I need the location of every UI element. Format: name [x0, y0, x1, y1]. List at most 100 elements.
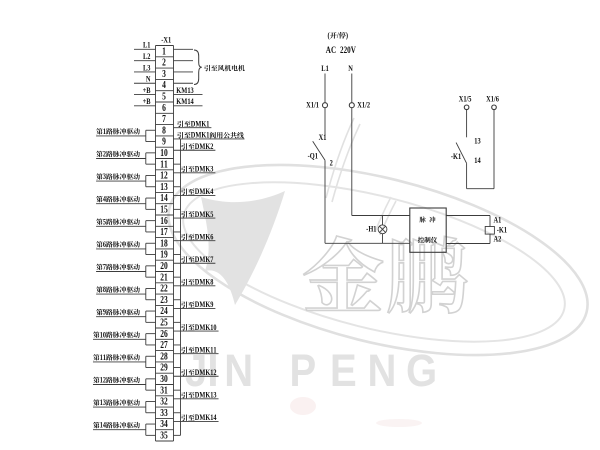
- label-text-run: L1: [143, 40, 151, 50]
- cjk-glyph: [96, 195, 103, 203]
- channel-right-label: DMK7: [181, 254, 214, 264]
- terminal-x1-6-label: X1/6: [486, 93, 499, 103]
- cjk-glyph: [133, 128, 140, 135]
- cjk-glyph: [181, 278, 188, 286]
- terminal-number: 15: [160, 203, 168, 214]
- neutral-n-label: N: [348, 63, 353, 73]
- cjk-glyph: [126, 241, 134, 248]
- cjk-glyph: [188, 256, 195, 263]
- terminal-x1-5-label: X1/5: [459, 93, 472, 103]
- contact-ref-label: -K1: [451, 151, 462, 161]
- cjk-glyph: [133, 399, 140, 406]
- channel-left-label: 11: [93, 352, 140, 362]
- terminal-number: 21: [160, 271, 168, 282]
- label-text-run: 33: [160, 407, 168, 418]
- channel-left-label: 4: [96, 194, 140, 204]
- cjk-glyph: [211, 64, 218, 71]
- cjk-glyph: [93, 399, 100, 406]
- label-text-run: -X1: [161, 34, 171, 44]
- cjk-glyph: [119, 218, 127, 225]
- cjk-glyph: [106, 195, 113, 203]
- cjk-glyph: [119, 195, 127, 203]
- terminal-number: 19: [160, 249, 168, 260]
- terminal-number: 24: [160, 305, 168, 316]
- common-line-label: DMK1: [177, 130, 244, 140]
- cjk-glyph: [106, 399, 113, 406]
- cjk-glyph: [237, 131, 244, 139]
- label-text-run: +B: [143, 96, 151, 106]
- terminal-number: 11: [160, 158, 168, 169]
- cjk-glyph: [106, 173, 113, 180]
- label-text-run: 27: [160, 339, 168, 350]
- channel-right-label: DMK5: [181, 209, 214, 219]
- terminal-number: 14: [160, 192, 168, 203]
- channel-left-label: 8: [96, 284, 140, 294]
- cjk-glyph: [181, 165, 188, 173]
- controller-label-line1: [419, 216, 436, 223]
- watermark-cjk-char: [386, 235, 469, 314]
- cjk-glyph: [329, 32, 337, 39]
- channel-right-label: DMK12: [181, 367, 217, 377]
- cjk-glyph: [338, 31, 346, 39]
- label-text-run: L2: [143, 51, 151, 61]
- cjk-glyph: [181, 143, 188, 150]
- label-text-run: 32: [160, 396, 168, 407]
- cjk-glyph: [119, 399, 127, 406]
- aux-right-label: KM14: [176, 96, 194, 106]
- power-input-label: L1: [143, 40, 151, 50]
- label-text-run: DMK5: [195, 209, 214, 219]
- channel-left-label: 6: [96, 239, 140, 249]
- cjk-glyph: [112, 150, 120, 158]
- channel-right-label: DMK14: [181, 412, 217, 423]
- cjk-glyph: [181, 211, 188, 218]
- lamp-cross-2: [379, 225, 386, 233]
- label-text-run: 29: [160, 362, 168, 373]
- cjk-glyph: [184, 131, 191, 138]
- terminal-number: 33: [160, 407, 168, 418]
- cjk-glyph: [93, 331, 100, 338]
- cjk-glyph: [133, 421, 140, 429]
- cjk-glyph: [119, 241, 127, 248]
- fan-motor-brace: [193, 49, 202, 85]
- cjk-glyph: [126, 150, 134, 158]
- channel-right-label: DMK13: [181, 390, 217, 400]
- cjk-glyph: [181, 369, 188, 376]
- channel-left-label: 2: [96, 149, 140, 159]
- cjk-glyph: [106, 331, 113, 338]
- terminal-number: 7: [162, 113, 166, 124]
- cjk-glyph: [106, 128, 113, 135]
- label-text-run: AC: [326, 45, 336, 55]
- terminal-number: 4: [162, 79, 166, 90]
- terminal-block: [92, 45, 245, 442]
- cjk-glyph: [188, 346, 195, 353]
- cjk-glyph: [126, 399, 134, 406]
- cjk-glyph: [119, 308, 127, 316]
- cjk-glyph: [119, 331, 127, 338]
- label-text-run: 30: [160, 373, 168, 384]
- mode-label: (/): [328, 30, 349, 40]
- label-text-run: DMK3: [195, 164, 214, 174]
- power-input-label: N: [146, 74, 151, 84]
- label-text-run: 4: [162, 79, 166, 90]
- label-text-run: 8: [103, 284, 106, 294]
- channel-left-label: 12: [93, 375, 140, 385]
- cjk-glyph: [126, 128, 134, 135]
- label-text-run: 23: [160, 294, 168, 305]
- cjk-glyph: [216, 131, 223, 139]
- terminal-number: 25: [160, 316, 168, 327]
- cjk-glyph: [112, 422, 120, 429]
- cjk-glyph: [96, 218, 103, 225]
- cjk-glyph: [188, 369, 195, 376]
- cjk-glyph: [188, 233, 195, 240]
- label-text-run: DMK12: [195, 367, 217, 377]
- cjk-glyph: [429, 216, 436, 223]
- label-text-run: ): [346, 30, 349, 40]
- fan-motor-group-label: [204, 64, 245, 72]
- label-text-run: X1: [319, 132, 327, 142]
- label-text-run: 17: [160, 226, 168, 237]
- label-text-run: (: [328, 30, 331, 40]
- label-text-run: 28: [160, 350, 168, 361]
- cjk-glyph: [106, 421, 113, 429]
- cjk-glyph: [106, 286, 113, 293]
